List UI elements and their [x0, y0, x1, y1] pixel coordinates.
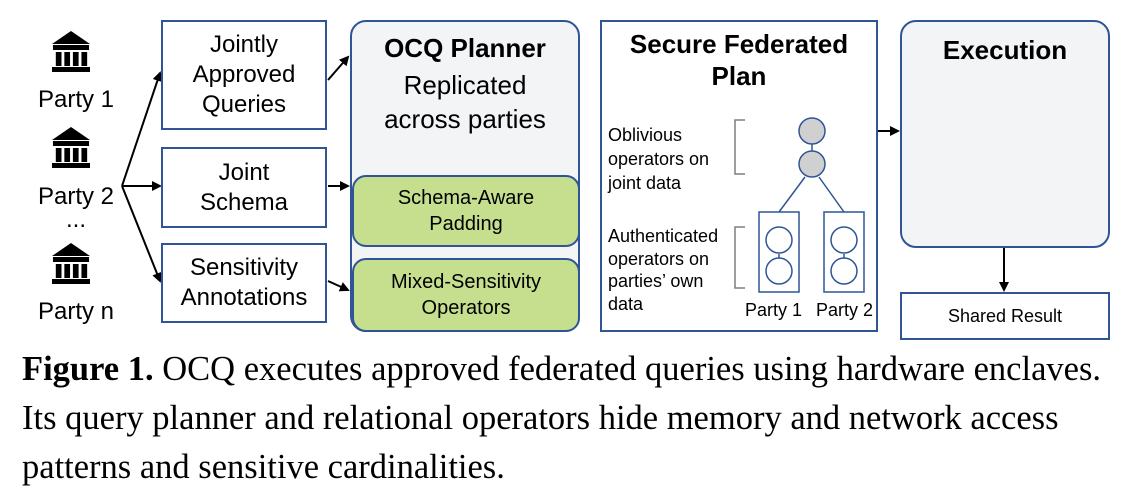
diagram-lines [52, 31, 1051, 293]
party-fanout-arrows [121, 71, 163, 283]
plan-brackets [734, 119, 745, 289]
party1-operator-group [758, 211, 800, 293]
diagram: Party 1 Party 2 ... Party n Jointly Appr… [38, 20, 1110, 340]
bank-building-icon [52, 31, 90, 72]
jointly-approved-queries-box: Jointly Approved Queries [161, 20, 327, 130]
plan-party-2-label: Party 2 [816, 300, 874, 320]
figure-caption: Figure 1. OCQ executes approved federate… [22, 345, 1117, 492]
shared-result-box: Shared Result [900, 292, 1110, 340]
oblivious-node [798, 150, 826, 178]
party2-operator-group [823, 211, 865, 293]
mixed-sensitivity-operators-label: Mixed-Sensitivity Operators [390, 271, 542, 319]
secure-federated-plan-panel [600, 20, 878, 332]
caption-label: Figure 1. [22, 350, 154, 388]
planner-subtitle: Replicated across parties [384, 70, 546, 134]
oblivious-node [798, 117, 826, 145]
party-1-label: Party 1 [38, 86, 115, 113]
party-n-label: Party n [38, 298, 115, 325]
plan-title: Secure Federated Plan [629, 29, 849, 91]
jointly-approved-queries-label: Jointly Approved Queries [192, 31, 296, 118]
execution-title: Execution [942, 35, 1068, 65]
authenticated-node [830, 257, 858, 285]
joint-schema-label: Joint Schema [199, 158, 289, 216]
authenticated-operator-groups [758, 211, 865, 293]
joint-schema-box: Joint Schema [161, 147, 327, 228]
authenticated-node [830, 226, 858, 254]
oblivious-operators-label: Oblivious operators on joint data [608, 125, 710, 193]
execution-panel [900, 20, 1110, 248]
schema-aware-padding-box: Schema-Aware Padding [352, 175, 580, 247]
caption-text: OCQ executes approved federated queries … [22, 350, 1101, 486]
planner-title: OCQ Planner [384, 33, 546, 63]
authenticated-node [765, 226, 793, 254]
authenticated-operators-label: Authenticated operators on parties’ own … [608, 226, 719, 314]
input-to-planner-arrows [327, 55, 350, 292]
authenticated-node [765, 257, 793, 285]
mixed-sensitivity-operators-box: Mixed-Sensitivity Operators [352, 258, 580, 332]
party-2-label: Party 2 [38, 183, 115, 210]
shared-result-label: Shared Result [947, 305, 1063, 326]
sensitivity-annotations-box: Sensitivity Annotations [161, 243, 327, 323]
party-ellipsis: ... [66, 206, 87, 233]
schema-aware-padding-label: Schema-Aware Padding [397, 187, 535, 235]
bank-building-icon [52, 127, 90, 168]
oblivious-operator-nodes [798, 117, 826, 178]
bank-building-icon [52, 243, 90, 284]
sensitivity-annotations-label: Sensitivity Annotations [180, 254, 308, 311]
plan-party-1-label: Party 1 [745, 300, 803, 320]
